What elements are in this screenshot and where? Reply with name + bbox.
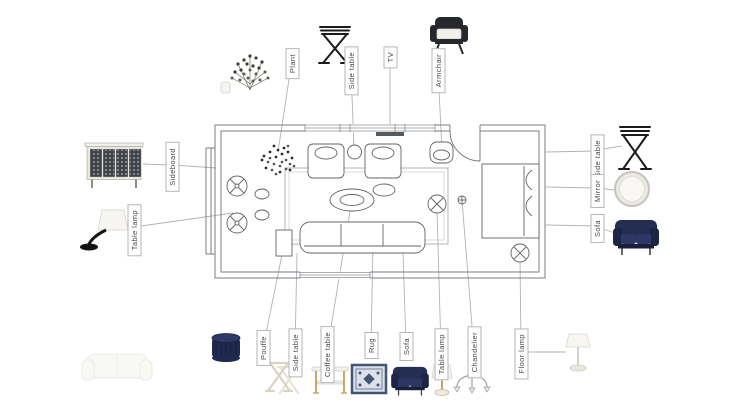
ghost-sofa-image	[80, 336, 155, 396]
armchair-image[interactable]	[426, 14, 472, 56]
label-armchair[interactable]: Armchair	[432, 48, 446, 94]
floor-lamp-image[interactable]	[560, 332, 596, 374]
plan-furniture	[226, 132, 540, 263]
side-table-bottom-image[interactable]	[264, 358, 304, 396]
side-table-right-image[interactable]	[616, 124, 654, 172]
plan-plant	[260, 144, 296, 176]
label-table-lamp-left[interactable]: Table lamp	[128, 204, 142, 257]
label-side-table-top[interactable]: Side table	[345, 46, 359, 96]
label-mirror[interactable]: Mirror	[591, 174, 605, 208]
label-chandelier[interactable]: Chandelier	[468, 326, 482, 379]
label-rug[interactable]: Rug	[365, 332, 379, 359]
mirror-image[interactable]	[610, 170, 654, 208]
label-sofa-right[interactable]: Sofa	[591, 214, 605, 244]
label-pouffe[interactable]: Pouffe	[257, 330, 271, 366]
label-sofa-bottom[interactable]: Sofa	[400, 332, 414, 362]
rug-image[interactable]	[350, 360, 388, 398]
label-table-lamp-bottom[interactable]: Table lamp	[435, 328, 449, 381]
plant-image[interactable]	[220, 48, 280, 100]
label-plant[interactable]: Plant	[286, 48, 300, 80]
label-floor-lamp[interactable]: Floor lamp	[515, 328, 529, 380]
label-coffee-table[interactable]: Coffee table	[321, 326, 335, 384]
label-tv[interactable]: TV	[384, 46, 398, 69]
pouffe-image[interactable]	[208, 328, 244, 364]
label-sideboard[interactable]: Sideboard	[166, 142, 180, 192]
side-table-top-image[interactable]	[316, 24, 354, 66]
sideboard-image[interactable]	[84, 136, 144, 192]
sofa-right-image[interactable]	[612, 214, 660, 258]
label-side-table-bottom[interactable]: Side table	[289, 328, 303, 378]
plan-windows-top	[304, 124, 436, 133]
sofa-bottom-image[interactable]	[390, 362, 430, 398]
table-lamp-left-image[interactable]	[76, 206, 134, 252]
floor-plan	[205, 123, 546, 279]
plan-door	[449, 123, 481, 162]
plan-window-bottom	[299, 271, 371, 279]
